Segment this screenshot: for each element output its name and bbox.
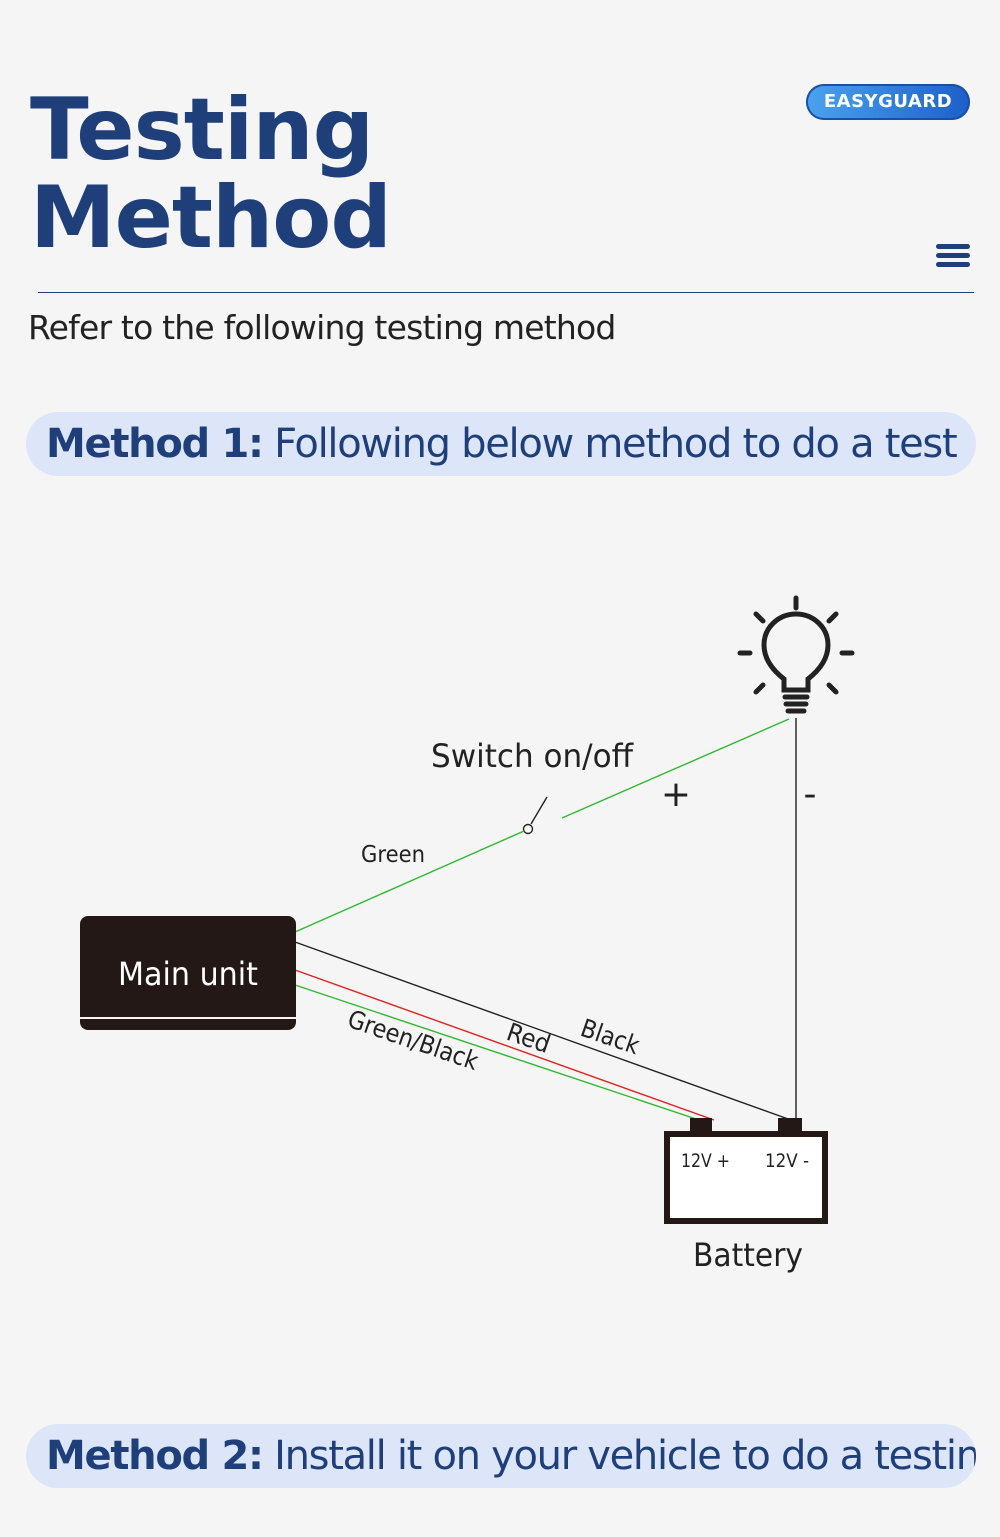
- battery-icon: [664, 1118, 828, 1224]
- wire-green-black: [294, 984, 703, 1122]
- wire-green: [294, 830, 525, 933]
- method-1-text: Following below method to do a test: [262, 421, 958, 467]
- title-line-2: Method: [30, 168, 392, 268]
- battery-label: Battery: [693, 1236, 803, 1274]
- battery-positive-label: 12V +: [681, 1150, 730, 1172]
- switch-label: Switch on/off: [431, 737, 634, 775]
- red-wire-label: Red: [503, 1017, 554, 1059]
- switch-contact: [522, 823, 534, 835]
- easyguard-logo[interactable]: EASYGUARD: [806, 84, 970, 120]
- method-2-label: Method 2:: [46, 1433, 264, 1479]
- method-1-banner: Method 1: Following below method to do a…: [26, 412, 976, 476]
- method-1-label: Method 1:: [46, 421, 264, 467]
- menu-icon[interactable]: [936, 244, 970, 268]
- wire-bulb-plus: [561, 718, 790, 819]
- page-title: Testing Method: [30, 80, 392, 268]
- header-divider: [38, 292, 974, 293]
- green-wire-label: Green: [361, 842, 425, 868]
- switch-lever: [530, 796, 548, 825]
- main-unit-box: [80, 916, 296, 1030]
- battery-negative-label: 12V -: [765, 1150, 809, 1172]
- wiring-diagram: Main unit 12V + 12V - Battery Switch on/…: [80, 595, 855, 1274]
- title-line-1: Testing: [30, 80, 374, 180]
- plus-sign: +: [661, 774, 691, 815]
- wire-black: [294, 941, 792, 1121]
- wire-red: [294, 969, 715, 1121]
- intro-text: Refer to the following testing method: [28, 308, 616, 347]
- black-wire-label: Black: [577, 1013, 644, 1060]
- method-2-text: Install it on your vehicle to do a testi…: [262, 1433, 976, 1479]
- minus-sign: -: [804, 774, 817, 815]
- light-bulb-icon: [737, 595, 855, 714]
- main-unit-label: Main unit: [118, 955, 258, 993]
- method-2-banner: Method 2: Install it on your vehicle to …: [26, 1424, 976, 1488]
